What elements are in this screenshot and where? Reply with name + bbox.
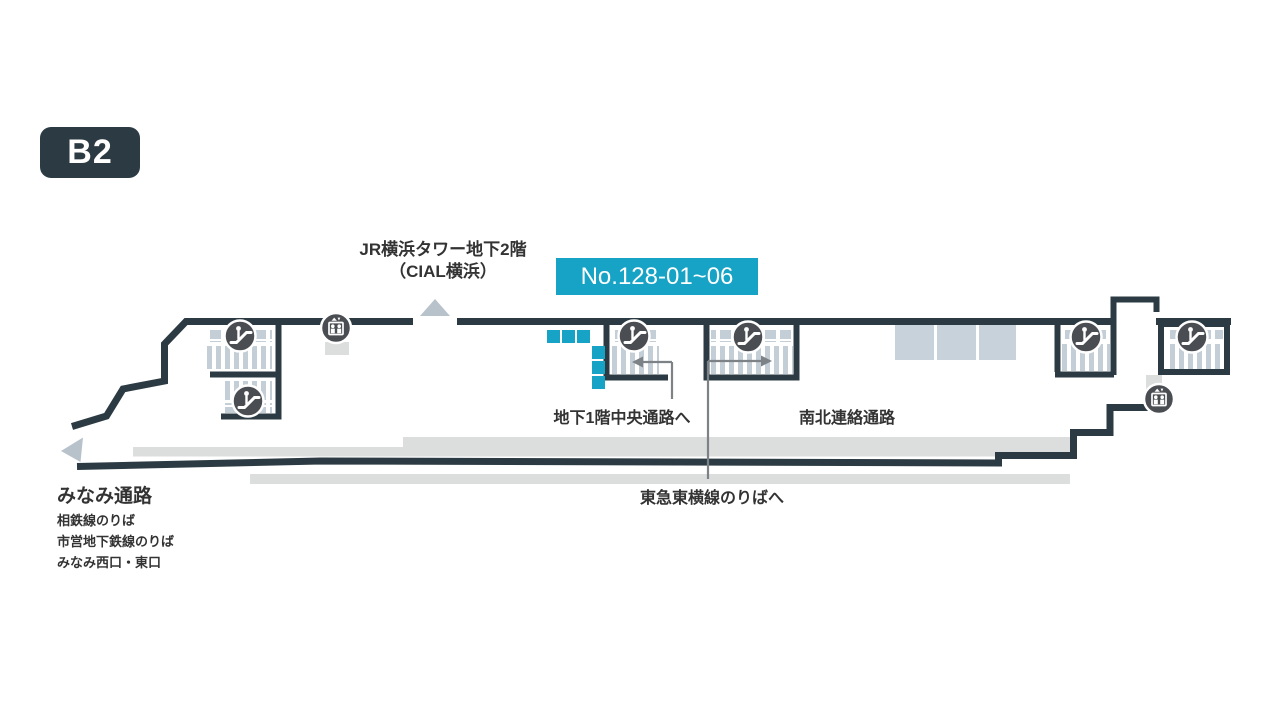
escalator-icon — [1175, 320, 1209, 354]
escalator-icon — [223, 319, 257, 353]
tower-label: JR横浜タワー地下2階 （CIAL横浜） — [359, 239, 526, 283]
floor-badge: B2 — [40, 127, 140, 178]
escalator-icon — [231, 384, 265, 418]
tower-label-line1: JR横浜タワー地下2階 — [359, 240, 527, 259]
label-north-south-passage: 南北連絡通路 — [798, 410, 896, 427]
elevator-icon — [319, 311, 353, 345]
guide-arrows — [632, 355, 772, 479]
structure-blocks — [895, 323, 1016, 360]
label-to-b1-central-passage: 地下1階中央通路へ — [553, 410, 691, 427]
elevator-icon — [1142, 382, 1176, 416]
escalator-icon — [731, 320, 765, 354]
sign-number-badge: No.128-01~06 — [556, 258, 758, 295]
tower-label-line2: （CIAL横浜） — [389, 262, 497, 281]
label-sotetsu-line: 相鉄線のりば — [57, 513, 136, 528]
sign-location-markers — [547, 330, 605, 389]
up-exit-triangle — [420, 299, 450, 316]
escalator-icon — [1069, 320, 1103, 354]
map-walls — [70, 296, 1231, 470]
label-minami-passage: みなみ通路 — [57, 486, 153, 507]
left-exit-triangle — [61, 437, 83, 462]
label-municipal-subway: 市営地下鉄線のりば — [57, 534, 175, 549]
label-to-tokyu-toyoko-line: 東急東横線のりばへ — [639, 490, 785, 507]
escalator-icon — [617, 319, 651, 353]
label-minami-west-east-exit: みなみ西口・東口 — [57, 555, 162, 570]
